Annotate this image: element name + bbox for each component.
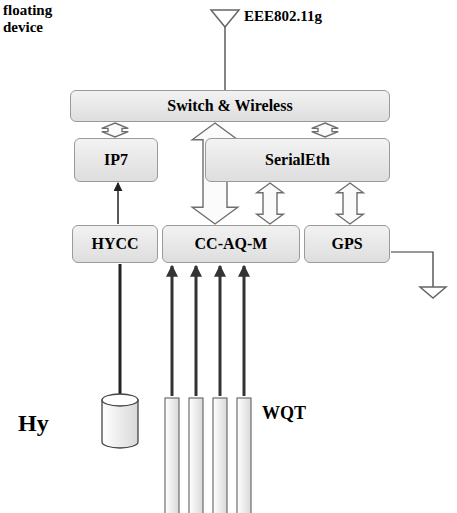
cc-aq-m-box: CC-AQ-M — [162, 225, 300, 263]
hycc-box: HYCC — [72, 225, 158, 263]
antenna-wire — [224, 27, 225, 90]
cylinder-outline — [0, 0, 457, 400]
gps-box: GPS — [304, 225, 390, 263]
floating-device: Switch & WirelessIP7 SerialEthHYCC CC-AQ-M… — [0, 0, 457, 400]
signal-arrow — [117, 183, 119, 224]
probe-label: WQT — [262, 403, 306, 424]
switch-box: Switch & Wireless — [70, 90, 390, 122]
wqt-probe — [165, 398, 179, 513]
probe-wire — [219, 266, 222, 396]
sensor-label: Hy — [18, 410, 49, 437]
box-label: IP7 — [104, 151, 128, 169]
wqt-probe — [189, 398, 203, 513]
hy-sensor-top — [102, 394, 138, 406]
antenna-label: EEE802.11g — [244, 8, 322, 25]
gps-antenna — [420, 287, 446, 298]
cylinder-body — [38, 58, 406, 378]
probe-wire — [171, 266, 174, 396]
wqt-probes — [165, 266, 251, 513]
probe-wire — [195, 266, 198, 396]
box-label: CC-AQ-M — [195, 235, 268, 253]
probe-wire — [243, 266, 246, 396]
sensor-cable — [119, 264, 122, 396]
data-link-arrow — [337, 183, 364, 224]
wifi-antenna — [211, 10, 239, 27]
data-link-arrow — [102, 123, 129, 137]
cylinder-top — [38, 28, 406, 88]
box-label: SerialEth — [265, 151, 330, 169]
ip7-box: IP7 — [74, 138, 158, 182]
box-label: GPS — [331, 235, 362, 253]
hy-sensor — [102, 400, 138, 448]
wqt-probe — [237, 398, 251, 513]
data-link-arrow — [312, 123, 339, 137]
data-link-arrow — [257, 183, 284, 224]
box-label: Switch & Wireless — [167, 97, 292, 115]
device-label: floating device — [3, 2, 67, 37]
wqt-probe — [213, 398, 227, 513]
box-label: HYCC — [91, 235, 138, 253]
serial-eth-box: SerialEth — [205, 138, 390, 182]
